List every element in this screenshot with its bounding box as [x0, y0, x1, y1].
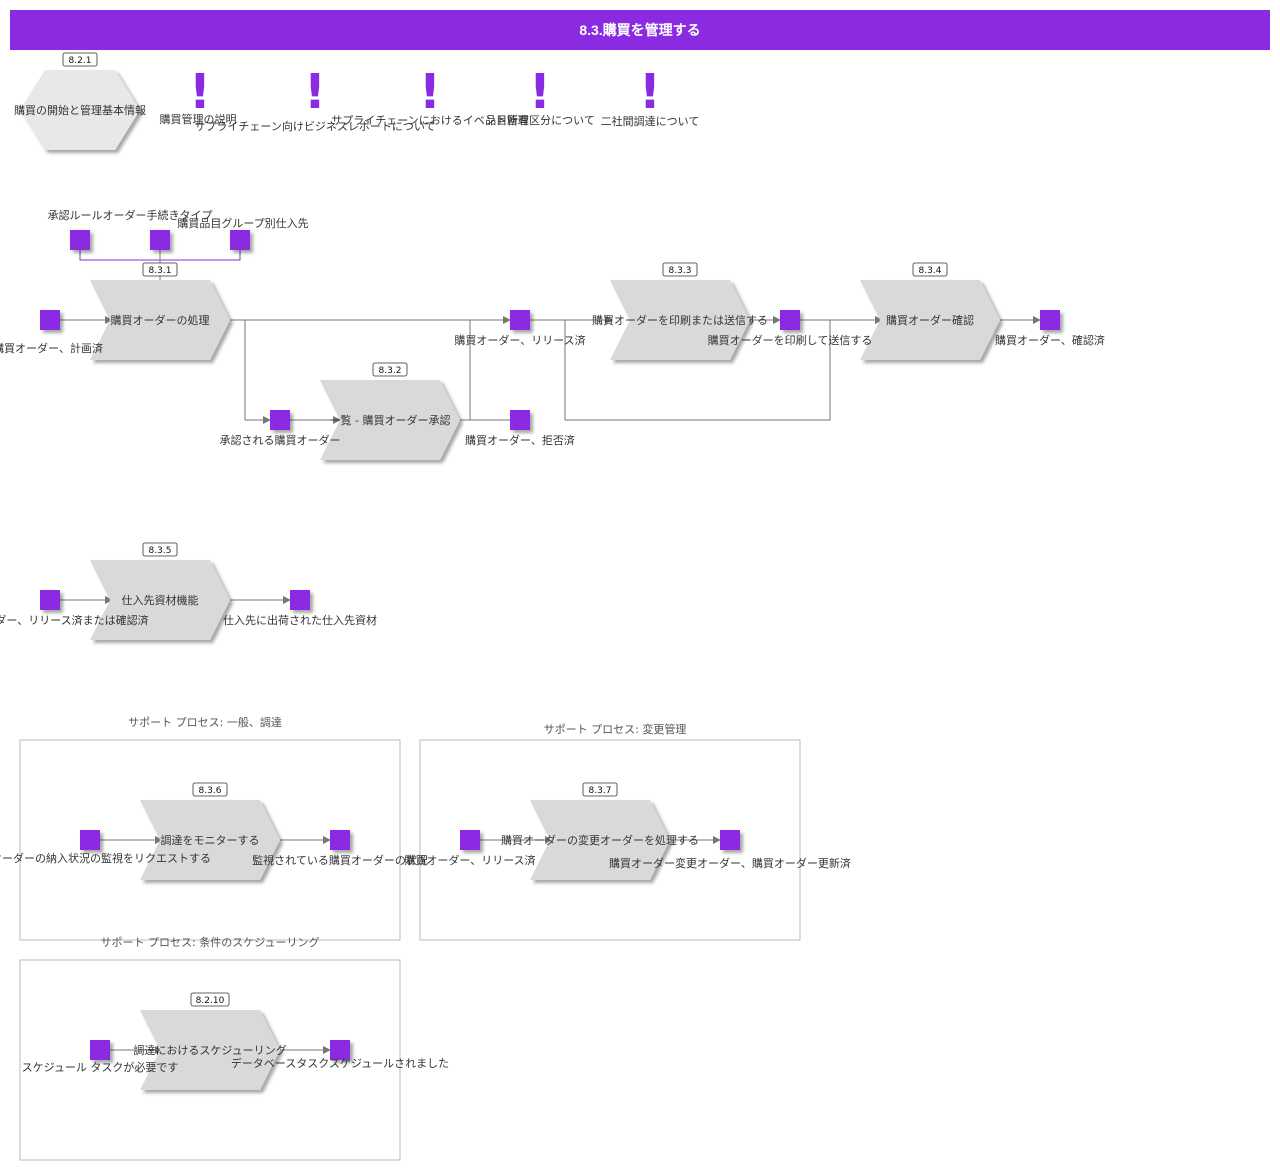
process-label: 購買オーダーを印刷または送信する	[592, 313, 768, 327]
page-title: 8.3.購買を管理する	[10, 10, 1270, 50]
event-po-released-change[interactable]	[460, 830, 480, 850]
lane-label: サポート プロセス: 変更管理	[544, 722, 687, 736]
event-label: 購買オーダー、リリース済	[404, 853, 535, 867]
event-label: データベースタスクスケジュールされました	[231, 1056, 449, 1070]
event-label: 購買オーダーの納入状況の監視をリクエストする	[0, 851, 211, 865]
process-8-3-3[interactable]: 8.3.3 購買オーダーを印刷または送信する	[592, 262, 768, 360]
process-8-2-10[interactable]: 8.2.10 調達におけるスケジューリング	[133, 992, 287, 1090]
process-label: 仕入先資材機能	[122, 593, 199, 607]
event-schedule-task-needed[interactable]	[90, 1040, 110, 1060]
event-label: 購買オーダー、拒否済	[465, 433, 575, 447]
process-tag: 8.3.3	[669, 266, 692, 276]
lane-label: サポート プロセス: 条件のスケジューリング	[101, 935, 320, 949]
note-ownership[interactable]: ! 品目所有区分について	[485, 64, 595, 127]
process-tag: 8.3.7	[589, 786, 612, 796]
process-label: 一覧 - 購買オーダー承認	[330, 413, 451, 427]
note-business-reports[interactable]: ! サプライチェーン向けビジネスレポートについて	[194, 64, 435, 133]
event-vendor-material-shipped[interactable]	[290, 590, 310, 610]
lane-change-management: サポート プロセス: 変更管理	[419, 722, 801, 941]
event-po-to-approve[interactable]	[270, 410, 290, 430]
note-label: 購買管理の説明	[160, 112, 237, 126]
connectors	[60, 250, 1041, 1054]
note-label: サプライチェーンにおけるイベント管理	[331, 113, 528, 127]
event-label: 購買オーダーを印刷して送信する	[708, 333, 873, 347]
process-label: 購買オーダー確認	[886, 313, 974, 327]
process-tag: 8.2.10	[196, 996, 225, 1006]
event-task-scheduled[interactable]	[330, 1040, 350, 1060]
event-label: 承認ルールオーダー手続きタイプ	[48, 208, 213, 222]
event-po-planned[interactable]	[40, 310, 60, 330]
process-tag: 8.3.2	[379, 366, 402, 376]
process-label: 購買オーダーの変更オーダーを処理する	[501, 833, 699, 847]
exclamation-icon: !	[529, 64, 551, 120]
process-8-3-2[interactable]: 8.3.2 一覧 - 購買オーダー承認	[320, 362, 460, 460]
process-tag: 8.3.4	[919, 266, 942, 276]
hexagon-process-link[interactable]: 8.2.1 購買の開始と管理基本情報	[14, 52, 146, 150]
event-label: 購買オーダー、確認済	[995, 333, 1105, 347]
process-8-3-6[interactable]: 8.3.6 調達をモニターする	[140, 782, 280, 880]
event-po-change-updated[interactable]	[720, 830, 740, 850]
event-monitor-request[interactable]	[80, 830, 100, 850]
event-label: 購買オーダー、リリース済または確認済	[0, 613, 149, 627]
event-label: 仕入先に出荷された仕入先資材	[223, 613, 377, 627]
note-label: サプライチェーン向けビジネスレポートについて	[194, 119, 435, 133]
event-label: スケジュール タスクが必要です	[22, 1060, 179, 1074]
note-label: 二社間調達について	[601, 114, 700, 128]
lane-label: サポート プロセス: 一般、調達	[128, 715, 282, 729]
process-tag: 8.2.1	[69, 56, 92, 66]
event-po-released-or-confirmed[interactable]	[40, 590, 60, 610]
process-label: 調達におけるスケジューリング	[133, 1043, 286, 1057]
event-label: 監視されている購買オーダーの状況	[252, 853, 428, 867]
exclamation-icon: !	[639, 64, 661, 120]
exclamation-icon: !	[304, 64, 326, 120]
event-label: 購買オーダー、計画済	[0, 341, 103, 355]
lane-condition-scheduling: サポート プロセス: 条件のスケジューリング	[19, 935, 401, 1161]
process-label: 購買の開始と管理基本情報	[14, 103, 146, 117]
note-two-company[interactable]: ! 二社間調達について	[601, 64, 700, 128]
event-label: 購買品目グループ別仕入先	[177, 216, 308, 230]
event-po-confirmed[interactable]	[1040, 310, 1060, 330]
process-8-3-4[interactable]: 8.3.4 購買オーダー確認	[860, 262, 1000, 360]
exclamation-icon: !	[419, 64, 441, 120]
event-label: 購買オーダー変更オーダー、購買オーダー更新済	[609, 856, 851, 870]
process-tag: 8.3.5	[149, 546, 172, 556]
event-vendor-by-group[interactable]	[230, 230, 250, 250]
note-label: 品目所有区分について	[485, 113, 595, 127]
lane-general-procurement: サポート プロセス: 一般、調達	[19, 715, 401, 941]
event-order-procedure[interactable]	[150, 230, 170, 250]
process-8-3-1[interactable]: 8.3.1 購買オーダーの処理	[90, 262, 230, 360]
event-label: 購買オーダー、リリース済	[454, 333, 585, 347]
note-event-management[interactable]: ! サプライチェーンにおけるイベント管理	[331, 64, 528, 127]
process-8-3-5[interactable]: 8.3.5 仕入先資材機能	[90, 542, 230, 640]
event-po-rejected[interactable]	[510, 410, 530, 430]
process-label: 調達をモニターする	[161, 833, 260, 847]
process-label: 購買オーダーの処理	[111, 313, 210, 327]
event-po-released[interactable]	[510, 310, 530, 330]
event-label: 承認される購買オーダー	[220, 433, 341, 447]
event-approval-rule[interactable]	[70, 230, 90, 250]
process-tag: 8.3.1	[149, 266, 172, 276]
event-monitored-status[interactable]	[330, 830, 350, 850]
exclamation-icon: !	[189, 64, 211, 120]
process-8-3-7[interactable]: 8.3.7 購買オーダーの変更オーダーを処理する	[501, 782, 699, 880]
event-po-printed-sent[interactable]	[780, 310, 800, 330]
process-tag: 8.3.6	[199, 786, 222, 796]
note-purchase-management[interactable]: ! 購買管理の説明	[160, 64, 237, 126]
